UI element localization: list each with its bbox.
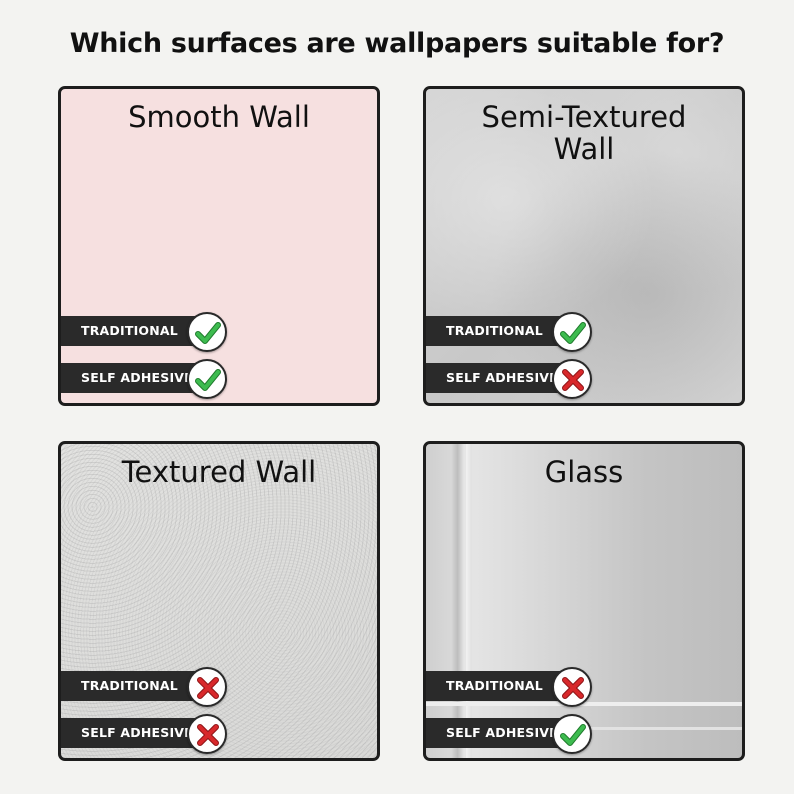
- rating-traditional: TRADITIONAL: [61, 667, 239, 707]
- card-semi-textured-wall: Semi-Textured Wall TRADITIONAL SELF ADHE…: [423, 86, 745, 406]
- rating-label: TRADITIONAL: [426, 316, 576, 346]
- card-smooth-wall: Smooth Wall TRADITIONAL SELF ADHESIVE: [58, 86, 380, 406]
- card-textured-wall: Textured Wall TRADITIONAL SELF ADHESIVE: [58, 441, 380, 761]
- rating-traditional: TRADITIONAL: [426, 312, 604, 352]
- rating-label: TRADITIONAL: [426, 671, 576, 701]
- card-title-line: Smooth Wall: [128, 100, 310, 134]
- rating-traditional: TRADITIONAL: [426, 667, 604, 707]
- cross-icon: [552, 359, 592, 399]
- rating-self-adhesive: SELF ADHESIVE: [61, 714, 239, 754]
- card-title-line: Wall: [553, 132, 615, 166]
- card-title: Smooth Wall: [61, 101, 377, 133]
- check-icon: [187, 359, 227, 399]
- card-title-line: Semi-Textured: [481, 100, 687, 134]
- rating-label: SELF ADHESIVE: [61, 363, 211, 393]
- rating-self-adhesive: SELF ADHESIVE: [61, 359, 239, 399]
- card-glass: Glass TRADITIONAL SELF ADHESIVE: [423, 441, 745, 761]
- rating-label: SELF ADHESIVE: [61, 718, 211, 748]
- glass-frame: [466, 444, 472, 758]
- check-icon: [552, 714, 592, 754]
- card-title: Glass: [426, 456, 742, 488]
- cross-icon: [552, 667, 592, 707]
- card-title-line: Glass: [544, 455, 624, 489]
- rating-traditional: TRADITIONAL: [61, 312, 239, 352]
- rating-label: SELF ADHESIVE: [426, 718, 576, 748]
- rating-label: TRADITIONAL: [61, 316, 211, 346]
- check-icon: [552, 312, 592, 352]
- card-title: Semi-Textured Wall: [426, 101, 742, 165]
- page-title: Which surfaces are wallpapers suitable f…: [69, 28, 725, 59]
- rating-self-adhesive: SELF ADHESIVE: [426, 714, 604, 754]
- card-title: Textured Wall: [61, 456, 377, 488]
- check-icon: [187, 312, 227, 352]
- cross-icon: [187, 667, 227, 707]
- glass-frame: [426, 702, 742, 706]
- cross-icon: [187, 714, 227, 754]
- card-title-line: Textured Wall: [121, 455, 317, 489]
- rating-label: TRADITIONAL: [61, 671, 211, 701]
- rating-self-adhesive: SELF ADHESIVE: [426, 359, 604, 399]
- rating-label: SELF ADHESIVE: [426, 363, 576, 393]
